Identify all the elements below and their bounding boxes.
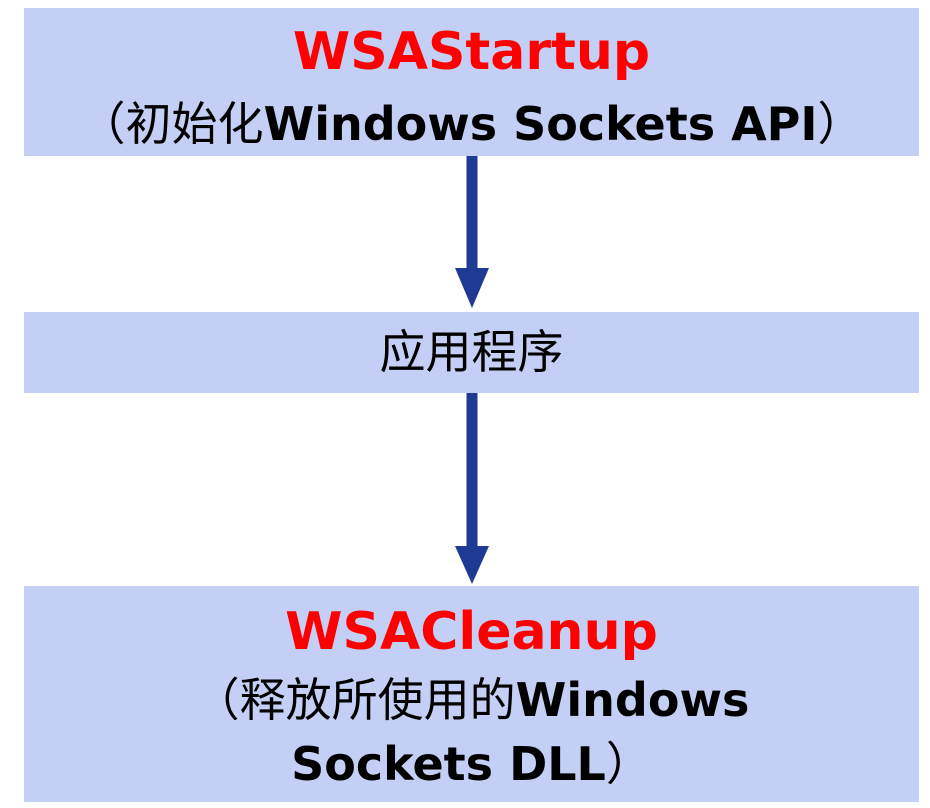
startup-title: WSAStartup bbox=[292, 22, 651, 82]
startup-description: （初始化Windows Sockets API） bbox=[24, 94, 919, 154]
startup-step-box: WSAStartup （初始化Windows Sockets API） bbox=[24, 8, 919, 156]
cleanup-open-paren: （ bbox=[193, 673, 240, 727]
cleanup-description-line1: （释放所使用的Windows bbox=[24, 668, 919, 732]
cleanup-description-line2: Sockets DLL） bbox=[24, 732, 919, 796]
startup-close-paren: ） bbox=[817, 97, 864, 151]
arrow-head-1 bbox=[455, 268, 489, 308]
cleanup-close-paren: ） bbox=[605, 737, 652, 791]
cleanup-title: WSACleanup bbox=[285, 602, 658, 662]
application-label: 应用程序 bbox=[379, 325, 564, 379]
application-step-box: 应用程序 bbox=[24, 312, 919, 393]
arrow-startup-to-application bbox=[455, 156, 489, 308]
cleanup-desc-en-2: Sockets DLL bbox=[291, 737, 606, 791]
startup-desc-en: Windows Sockets API bbox=[263, 97, 818, 151]
cleanup-desc-cn: 释放所使用的 bbox=[239, 673, 516, 727]
cleanup-step-box: WSACleanup （释放所使用的Windows Sockets DLL） bbox=[24, 586, 919, 802]
startup-open-paren: （ bbox=[79, 97, 126, 151]
startup-desc-cn: 初始化 bbox=[125, 97, 264, 151]
arrow-application-to-cleanup bbox=[455, 393, 489, 584]
cleanup-desc-en-1: Windows bbox=[515, 673, 750, 727]
arrow-head-2 bbox=[455, 546, 489, 584]
